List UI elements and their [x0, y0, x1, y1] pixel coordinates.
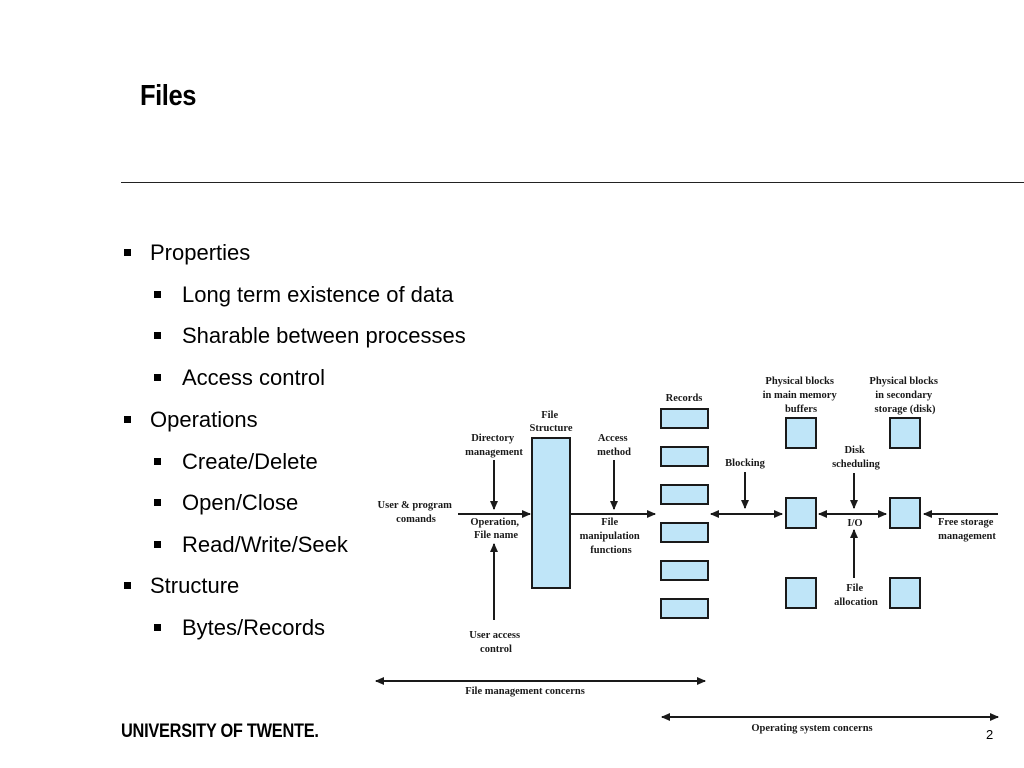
- operating-system-concerns-label: Operating system concerns: [751, 723, 872, 734]
- disk-block: [889, 497, 921, 529]
- bullet-text: Properties: [150, 240, 251, 265]
- bullet-text: Access control: [182, 365, 326, 390]
- file-allocation-label: File allocation: [834, 583, 878, 608]
- bullet-square-icon: [154, 458, 161, 465]
- sub-bullet-sharable: Sharable between processes: [154, 323, 466, 349]
- blocking-label: Blocking: [725, 458, 765, 469]
- university-logo: UNIVERSITY OF TWENTE.: [121, 721, 319, 742]
- bullet-text: Bytes/Records: [182, 615, 326, 640]
- file-structure-label: File Structure: [530, 410, 573, 434]
- record-box: [660, 522, 709, 543]
- disk-scheduling-label: Disk scheduling: [832, 445, 881, 470]
- bullet-square-icon: [124, 582, 131, 589]
- bullet-text: Open/Close: [182, 490, 299, 515]
- memory-buffer-block: [785, 497, 817, 529]
- sub-bullet-open-close: Open/Close: [154, 490, 299, 516]
- records-label: Records: [666, 393, 703, 404]
- file-structure-box: [531, 437, 571, 589]
- bullet-text: Create/Delete: [182, 449, 318, 474]
- bullet-properties: Properties: [124, 240, 251, 266]
- sub-bullet-create-delete: Create/Delete: [154, 449, 318, 475]
- file-management-concerns-label: File management concerns: [465, 686, 585, 697]
- user-access-control-label: User access control: [469, 630, 522, 655]
- sub-bullet-long-term: Long term existence of data: [154, 282, 454, 308]
- memory-buffer-block: [785, 577, 817, 609]
- record-box: [660, 484, 709, 505]
- sub-bullet-bytes-records: Bytes/Records: [154, 615, 326, 641]
- sub-bullet-access-control: Access control: [154, 365, 326, 391]
- bullet-square-icon: [154, 541, 161, 548]
- slide-title: Files: [140, 80, 196, 112]
- bullet-square-icon: [154, 624, 161, 631]
- io-label: I/O: [847, 518, 862, 529]
- bullet-text: Operations: [150, 407, 258, 432]
- bullet-square-icon: [154, 291, 161, 298]
- free-storage-label: Free storage management: [938, 517, 996, 542]
- physical-blocks-main-label: Physical blocks in main memory buffers: [763, 376, 840, 415]
- bullet-structure: Structure: [124, 573, 240, 599]
- record-box: [660, 446, 709, 467]
- bullet-text: Read/Write/Seek: [182, 532, 348, 557]
- disk-block: [889, 577, 921, 609]
- title-divider: [121, 182, 1024, 183]
- page-number: 2: [986, 727, 994, 742]
- bullet-operations: Operations: [124, 407, 258, 433]
- record-box: [660, 560, 709, 581]
- user-program-commands-label: User & program comands: [378, 500, 455, 525]
- operation-file-name-label: Operation, File name: [470, 517, 521, 541]
- bullet-text: Long term existence of data: [182, 282, 454, 307]
- bullet-text: Structure: [150, 573, 240, 598]
- bullet-square-icon: [154, 499, 161, 506]
- physical-blocks-secondary-label: Physical blocks in secondary storage (di…: [869, 376, 940, 415]
- directory-management-label: Directory management: [465, 433, 523, 458]
- bullet-square-icon: [124, 249, 131, 256]
- record-box: [660, 598, 709, 619]
- record-box: [660, 408, 709, 429]
- sub-bullet-read-write-seek: Read/Write/Seek: [154, 532, 348, 558]
- bullet-square-icon: [154, 374, 161, 381]
- bullet-text: Sharable between processes: [182, 323, 466, 348]
- access-method-label: Access method: [597, 433, 631, 458]
- file-manipulation-label: File manipulation functions: [580, 517, 643, 556]
- bullet-square-icon: [124, 416, 131, 423]
- memory-buffer-block: [785, 417, 817, 449]
- disk-block: [889, 417, 921, 449]
- bullet-square-icon: [154, 332, 161, 339]
